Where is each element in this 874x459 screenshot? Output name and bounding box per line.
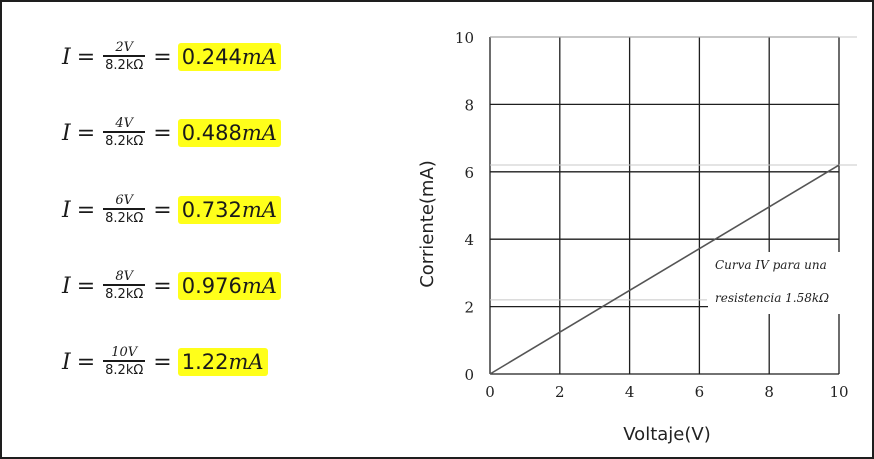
chart-annotation: Curva IV para una resistencia 1.58kΩ [708,252,858,314]
fraction-bar [103,55,146,57]
equation-row: I = 4V 8.2kΩ = 0.488mA [62,111,281,155]
y-tick-label: 0 [464,366,474,384]
equals-sign: = [153,349,172,375]
current-symbol: I [62,197,71,223]
current-symbol: I [62,44,71,70]
chart-series [489,164,840,375]
result-value: 0.976 [181,274,242,298]
result-value: 1.22 [181,350,229,374]
fraction-bar [103,360,146,362]
equals-sign: = [153,44,172,70]
fraction-numerator: 4V [115,116,134,132]
result-unit: mA [241,274,277,298]
fraction-denominator: 8.2kΩ [105,133,144,149]
equals-sign: = [153,120,172,146]
x-axis-label: Voltaje(V) [623,424,710,445]
fraction-denominator: 8.2kΩ [105,286,144,302]
fraction-bar [103,284,146,286]
chart-grid: 0 2 4 6 8 10 0 2 4 6 8 10 [455,29,857,401]
result-unit: mA [241,198,277,222]
result-highlight: 0.732mA [177,196,281,224]
y-tick-label: 2 [464,299,474,317]
y-tick-label: 6 [464,164,474,182]
equals-sign: = [76,120,96,146]
equals-sign: = [76,273,96,299]
current-symbol: I [62,349,71,375]
equals-sign: = [76,197,96,223]
x-tick-label: 0 [485,383,495,401]
equals-sign: = [153,197,172,223]
fraction-bar [103,208,146,210]
equation-row: I = 10V 8.2kΩ = 1.22mA [62,340,268,384]
result-highlight: 0.488mA [177,119,281,147]
fraction: 4V 8.2kΩ [103,116,146,150]
equals-sign: = [76,44,96,70]
iv-curve-line [489,164,840,375]
x-tick-label: 4 [625,383,635,401]
y-tick-label: 4 [464,231,474,249]
x-tick-label: 2 [555,383,565,401]
result-highlight: 1.22mA [177,348,268,376]
annotation-background [708,252,858,314]
fraction: 6V 8.2kΩ [103,193,146,227]
result-unit: mA [241,45,277,69]
equals-sign: = [76,349,96,375]
fraction: 2V 8.2kΩ [103,40,146,74]
fraction-numerator: 10V [111,345,138,361]
fraction: 10V 8.2kΩ [103,345,146,379]
iv-chart: 0 2 4 6 8 10 0 2 4 6 8 10 Curva IV para una resiste… [417,29,858,445]
equals-sign: = [153,273,172,299]
y-axis-label: Corriente(mA) [417,160,438,288]
equation-row: I = 2V 8.2kΩ = 0.244mA [62,35,281,79]
fraction-denominator: 8.2kΩ [105,362,144,378]
annotation-line-2: resistencia 1.58kΩ [715,291,829,305]
fraction-numerator: 6V [115,193,134,209]
annotation-line-1: Curva IV para una [715,258,827,272]
fraction-numerator: 8V [115,269,134,285]
fraction-denominator: 8.2kΩ [105,57,144,73]
result-highlight: 0.976mA [177,272,281,300]
current-symbol: I [62,120,71,146]
result-value: 0.244 [181,45,242,69]
y-tick-label: 8 [464,96,474,114]
equation-row: I = 8V 8.2kΩ = 0.976mA [62,264,281,308]
fraction-bar [103,131,146,133]
fraction-numerator: 2V [115,40,134,56]
x-tick-label: 8 [764,383,774,401]
fraction: 8V 8.2kΩ [103,269,146,303]
result-value: 0.732 [181,198,242,222]
result-highlight: 0.244mA [177,43,281,71]
x-tick-label: 6 [695,383,705,401]
fraction-denominator: 8.2kΩ [105,210,144,226]
result-value: 0.488 [181,121,242,145]
result-unit: mA [228,350,264,374]
result-unit: mA [241,121,277,145]
y-tick-label: 10 [455,29,474,47]
x-tick-label: 10 [829,383,848,401]
equation-row: I = 6V 8.2kΩ = 0.732mA [62,188,281,232]
current-symbol: I [62,273,71,299]
